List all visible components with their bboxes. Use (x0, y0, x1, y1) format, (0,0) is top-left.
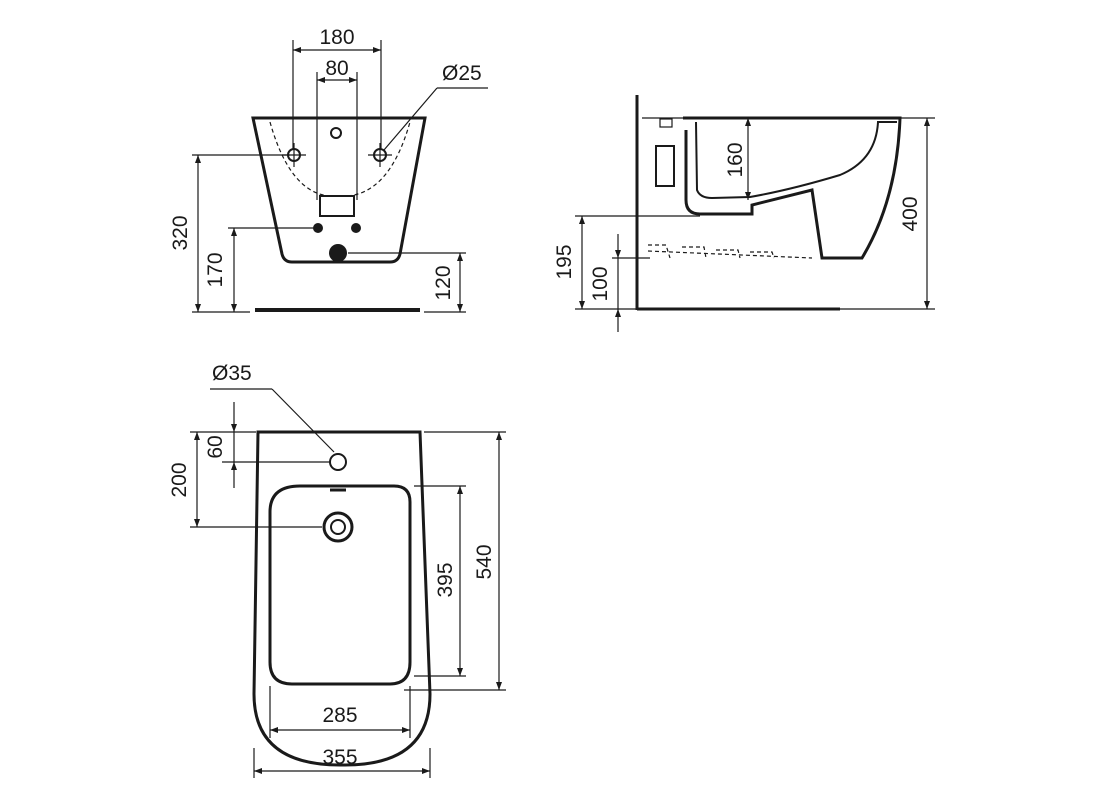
top-view-body-outline (252, 430, 432, 767)
front-view-body-outline (251, 116, 427, 264)
side-view-bowl-inner (695, 121, 897, 200)
top-view-tap-hole (329, 453, 347, 471)
dim-195: 195 (553, 244, 576, 279)
front-view-bowl-hidden-line (269, 121, 411, 197)
dim-tap-hole-35: Ø35 (212, 362, 252, 385)
top-view: Ø35 60 200 395 540 285 (168, 362, 506, 778)
tap-hole-right (368, 143, 392, 167)
dim-170: 170 (204, 252, 227, 287)
side-view-body-outline (683, 116, 902, 260)
dim-180: 180 (319, 26, 354, 49)
side-view-inlet-box (655, 145, 675, 187)
waste-outlet (329, 244, 347, 262)
dim-285: 285 (322, 704, 357, 727)
fixing-point-left (313, 223, 323, 233)
dim-tap-hole-25: Ø25 (442, 62, 482, 85)
dim-200: 200 (168, 462, 191, 497)
dim-100: 100 (589, 266, 612, 301)
top-view-bowl-outline (268, 484, 412, 686)
dim-80: 80 (325, 57, 348, 80)
dim-395: 395 (434, 562, 457, 597)
dim-320: 320 (169, 215, 192, 250)
side-view-fixing-hidden-line (647, 244, 813, 259)
waste-outlet-box (319, 195, 355, 217)
side-view: 160 400 195 100 (553, 95, 935, 332)
fixing-point-right (351, 223, 361, 233)
overflow-hole (330, 127, 342, 139)
dim-120: 120 (432, 265, 455, 300)
dim-160: 160 (724, 142, 747, 177)
dim-355: 355 (322, 746, 357, 769)
dim-400: 400 (899, 196, 922, 231)
top-view-waste-outer (322, 511, 354, 543)
dim-540: 540 (473, 544, 496, 579)
dim-60: 60 (204, 435, 227, 458)
top-view-waste-inner (330, 519, 346, 535)
front-view: 180 80 Ø25 320 170 120 (169, 26, 488, 313)
